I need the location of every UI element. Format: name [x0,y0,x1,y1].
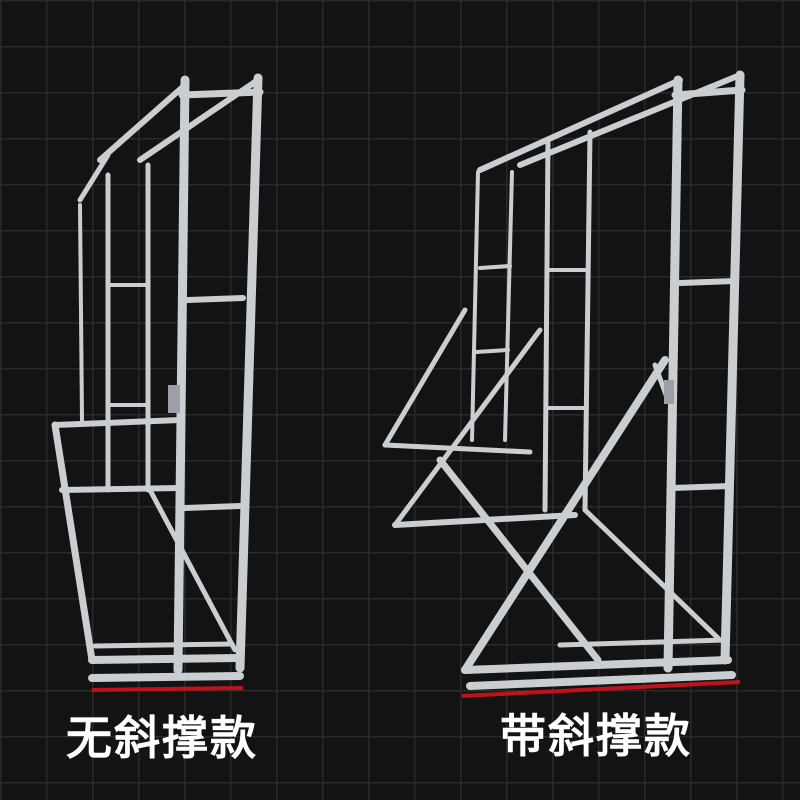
rack-without-brace [51,73,264,682]
right-base-highlight [461,680,741,698]
caption-with-brace: 带斜撑款 [500,709,692,763]
left-base-highlight [91,686,244,692]
rack-with-brace [382,70,746,690]
caption-no-brace: 无斜撑款 [66,711,258,765]
